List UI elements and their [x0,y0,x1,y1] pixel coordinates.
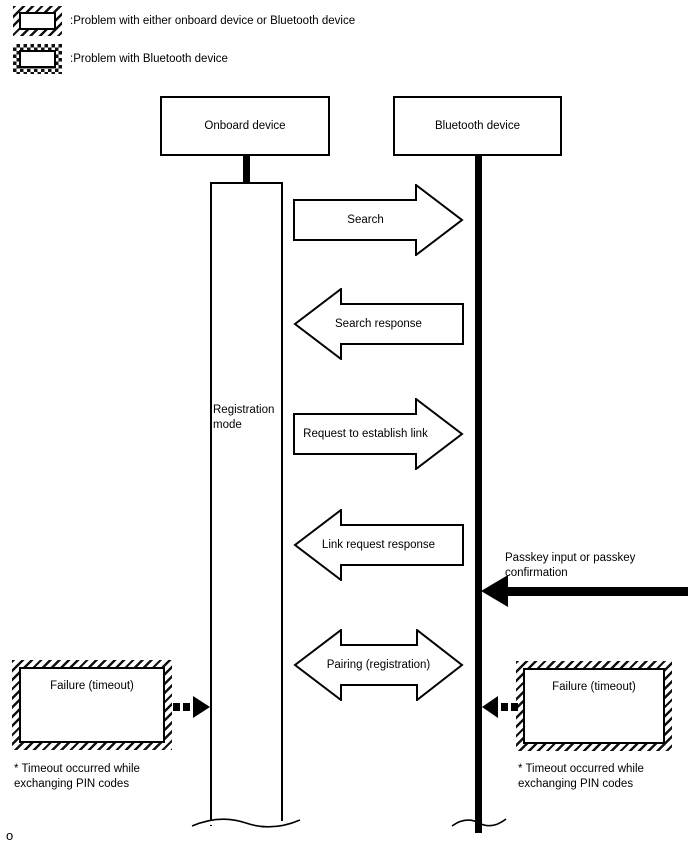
message-label: Pairing (registration) [326,659,431,671]
passkey-input-label: Passkey input or passkey confirmation [505,552,636,579]
dashed-arrow-left-icon [482,696,518,718]
failure-box-left-inner: Failure (timeout) [19,667,165,743]
dashed-arrow-right-icon [173,696,210,718]
message-label: Search [347,214,384,226]
message-label: Link request response [321,539,436,551]
bluetooth-lifeline [475,156,482,833]
message-label: Request to establish link [303,428,428,440]
message-arrow-link-response: Link request response [293,509,464,581]
failure-label-right: Failure (timeout) [552,681,636,693]
failure-box-left: Failure (timeout) [12,660,172,750]
onboard-lifeline-stub [243,156,250,183]
onboard-device-box: Onboard device [160,96,330,156]
message-arrow-request-link: Request to establish link [293,398,464,470]
block-arrow-left-icon [293,288,464,360]
block-arrow-right-icon [293,184,464,256]
failure-label-left: Failure (timeout) [50,680,134,692]
block-arrow-right-icon [293,398,464,470]
block-arrow-left-icon [293,509,464,581]
legend-label-stipple: :Problem with Bluetooth device [70,53,228,65]
page-mark: o [6,828,14,843]
bluetooth-device-box: Bluetooth device [393,96,562,156]
onboard-device-label: Onboard device [204,119,286,132]
registration-mode-bar [210,182,283,826]
failure-note-right: * Timeout occurred while exchanging PIN … [518,763,644,790]
passkey-thick-arrow-icon [481,575,688,607]
legend-label-hatched: :Problem with either onboard device or B… [70,15,356,27]
failure-box-right: Failure (timeout) [516,661,672,751]
message-label: Search response [335,318,422,330]
failure-box-right-inner: Failure (timeout) [523,668,665,744]
legend-stipple-swatch-icon [13,44,62,74]
registration-mode-label: Registration mode [213,404,275,431]
legend-hatched-swatch-icon [13,6,62,36]
legend-swatch-inner [19,50,56,68]
message-arrow-search: Search [293,184,464,256]
message-arrow-search-response: Search response [293,288,464,360]
legend-swatch-inner [19,12,56,30]
lifeline-break-wave-icon [191,818,301,828]
failure-note-left: * Timeout occurred while exchanging PIN … [14,763,140,790]
block-arrow-double-icon [293,629,464,701]
message-arrow-pairing: Pairing (registration) [293,629,464,701]
bluetooth-device-label: Bluetooth device [434,119,521,132]
lifeline-break-wave-icon [451,818,507,827]
